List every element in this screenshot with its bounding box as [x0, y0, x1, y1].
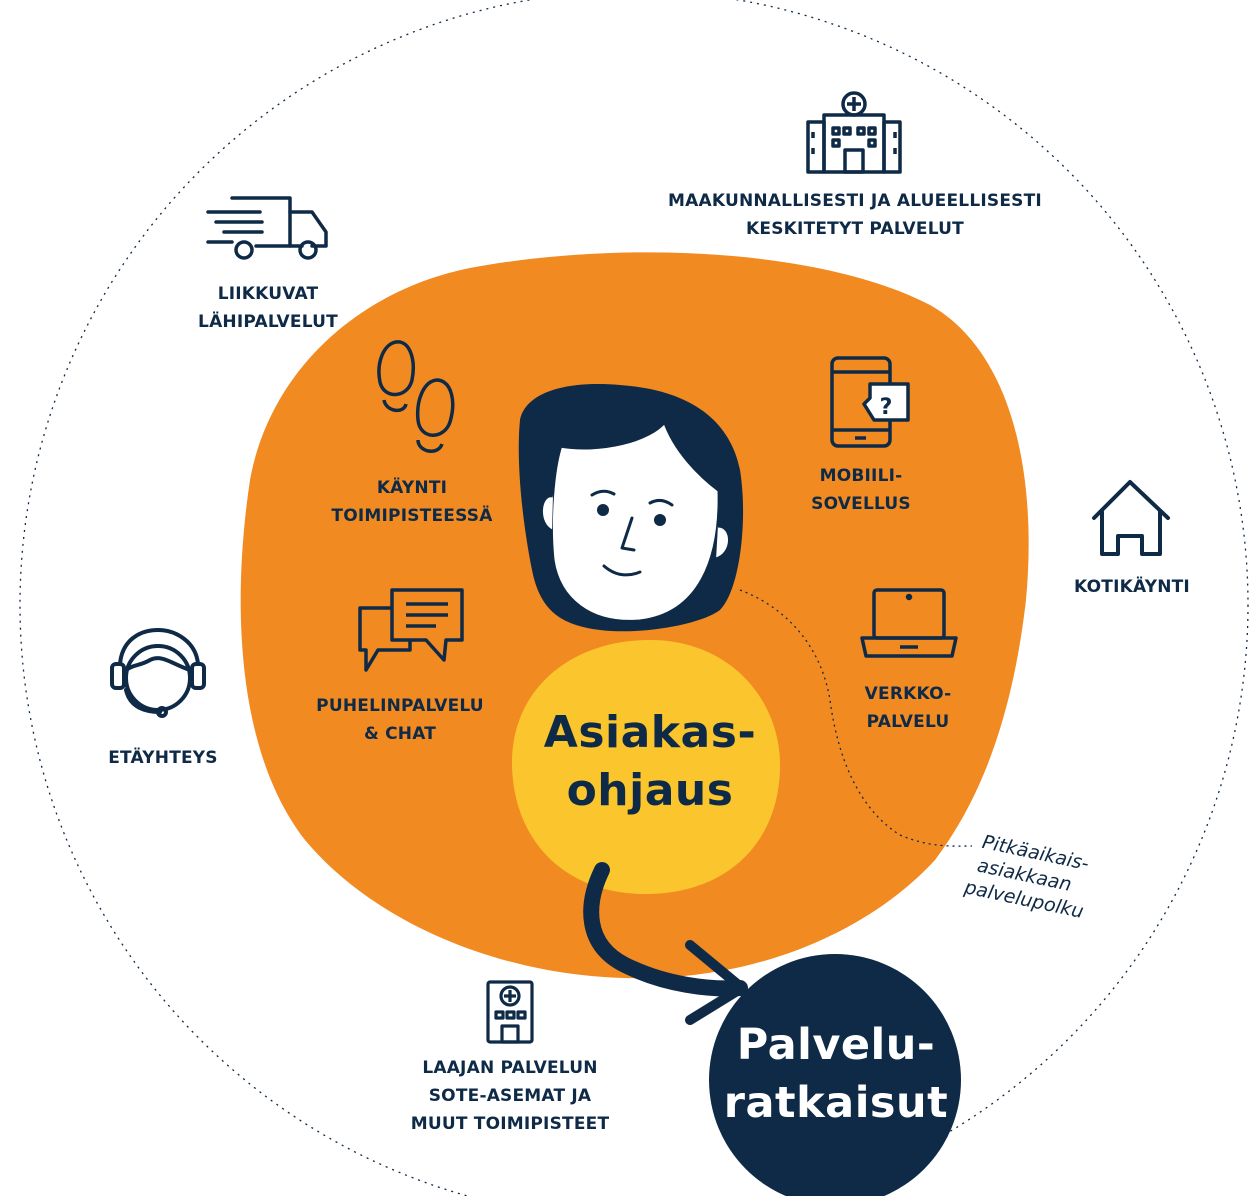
- label-maakunnallisesti: MAAKUNNALLISESTI JA ALUEELLISESTI KESKIT…: [630, 187, 1080, 243]
- outer-dotted-circle: [19, 0, 1249, 1196]
- svg-text:?: ?: [880, 395, 893, 420]
- label-laajan-palvelun: LAAJAN PALVELUN SOTE-ASEMAT JA MUUT TOIM…: [390, 1054, 630, 1138]
- mobile-app-icon: ?: [830, 356, 910, 448]
- label-puhelinpalvelu-chat: PUHELINPALVELU & CHAT: [300, 692, 500, 748]
- person-eye-left: [597, 504, 609, 516]
- label-kotikaynti: KOTIKÄYNTI: [1050, 573, 1214, 601]
- laptop-icon: [860, 588, 958, 658]
- label-line: KESKITETYT PALVELUT: [746, 219, 964, 239]
- flow-arrow: [583, 862, 748, 997]
- center-title-line: Asiakas-: [543, 707, 757, 758]
- label-line: MOBIILI-: [819, 466, 903, 486]
- person-brow-left: [590, 489, 616, 497]
- label-line: LAAJAN PALVELUN: [422, 1058, 598, 1078]
- label-mobiilisovellus: MOBIILI- SOVELLUS: [780, 462, 942, 518]
- label-verkkopalvelu: VERKKO- PALVELU: [826, 680, 990, 736]
- label-kayinti-toimipisteessa: KÄYNTI TOIMIPISTEESSÄ: [312, 474, 512, 530]
- label-line: PUHELINPALVELU: [316, 696, 484, 716]
- label-line: VERKKO-: [864, 684, 952, 704]
- label-etayhteys: ETÄYHTEYS: [88, 744, 238, 772]
- result-title-line: Palvelu-: [736, 1020, 936, 1070]
- clinic-icon: [486, 980, 534, 1044]
- label-line: & CHAT: [363, 724, 437, 744]
- person-nose: [620, 516, 636, 552]
- person-ear-right: [715, 522, 733, 563]
- delivery-truck-icon: [206, 196, 328, 260]
- person-brow-right: [648, 498, 674, 507]
- label-line: SOVELLUS: [811, 494, 911, 514]
- flow-arrow-head: [685, 940, 747, 1025]
- long-term-path-dotted: [739, 589, 973, 847]
- hospital-icon: [806, 91, 902, 174]
- chat-bubbles-icon: [358, 588, 464, 672]
- label-liikkuvat: LIIKKUVAT LÄHIPALVELUT: [168, 280, 368, 336]
- center-title-line: ohjaus: [566, 765, 734, 816]
- person-mouth: [602, 564, 642, 577]
- result-title: Palvelu- ratkaisut: [720, 1016, 952, 1132]
- center-title: Asiakas- ohjaus: [520, 704, 780, 820]
- person-illustration: [518, 384, 744, 632]
- house-icon: [1092, 480, 1170, 556]
- label-line: SOTE-ASEMAT JA: [428, 1086, 592, 1106]
- result-circle: [709, 954, 961, 1196]
- result-title-line: ratkaisut: [723, 1078, 949, 1128]
- footprints-icon: [377, 340, 455, 453]
- label-line: KOTIKÄYNTI: [1074, 577, 1190, 597]
- person-face: [547, 414, 723, 625]
- person-ear-left: [537, 492, 554, 535]
- label-line: MAAKUNNALLISESTI JA ALUEELLISESTI: [668, 191, 1042, 211]
- label-line: KÄYNTI: [376, 478, 448, 498]
- yellow-circle: [512, 640, 780, 895]
- headset-icon: [110, 628, 206, 718]
- label-line: ETÄYHTEYS: [108, 748, 218, 768]
- label-line: TOIMIPISTEESSÄ: [331, 506, 493, 526]
- person-eye-right: [654, 514, 666, 526]
- label-line: PALVELU: [866, 712, 950, 732]
- label-line: MUUT TOIMIPISTEET: [410, 1114, 610, 1134]
- label-line: LÄHIPALVELUT: [198, 312, 338, 332]
- label-line: LIIKKUVAT: [217, 284, 319, 304]
